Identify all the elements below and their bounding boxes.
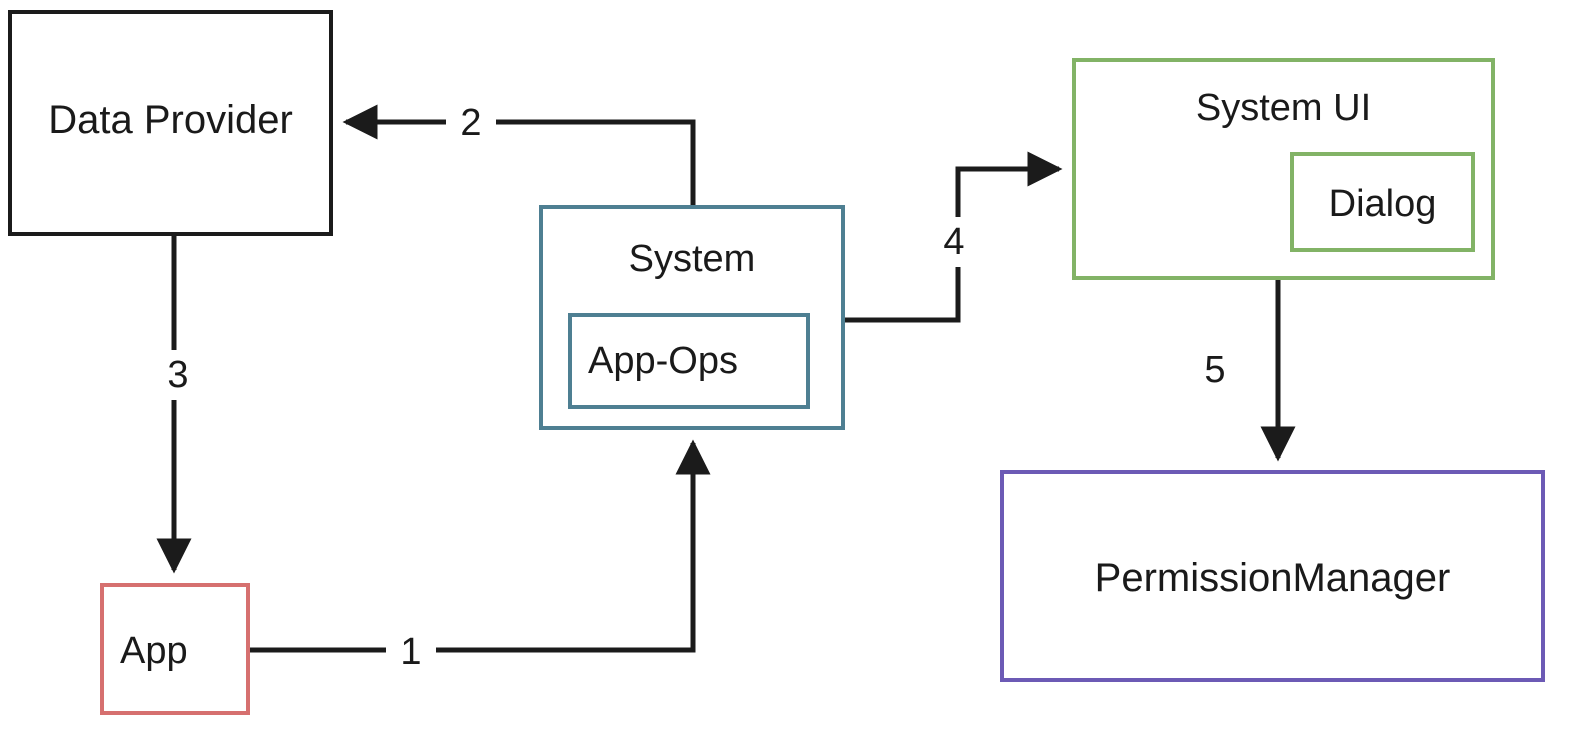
edge-2-path (342, 104, 696, 205)
node-dialog-label: Dialog (1328, 183, 1437, 225)
node-dialog[interactable] (1290, 152, 1475, 252)
edge-label-3: 3 (155, 350, 201, 400)
node-system-ui-label: System UI (1195, 87, 1372, 129)
edge-label-1: 1 (386, 633, 436, 671)
node-system-label: System (628, 238, 756, 280)
node-app-ops-label: App-Ops (588, 340, 738, 382)
node-data-provider-label: Data Provider (48, 98, 293, 142)
node-app[interactable] (100, 583, 250, 715)
node-app-label: App (120, 630, 188, 672)
node-permission-manager-label: PermissionManager (1094, 556, 1451, 600)
edge-label-4: 4 (931, 217, 977, 267)
edge-label-5: 5 (1204, 349, 1226, 391)
node-data-provider[interactable] (8, 10, 333, 236)
edge-1-path (250, 439, 711, 653)
edge-label-2: 2 (446, 104, 496, 142)
node-app-ops[interactable] (568, 313, 810, 409)
node-permission-manager[interactable] (1000, 470, 1545, 682)
